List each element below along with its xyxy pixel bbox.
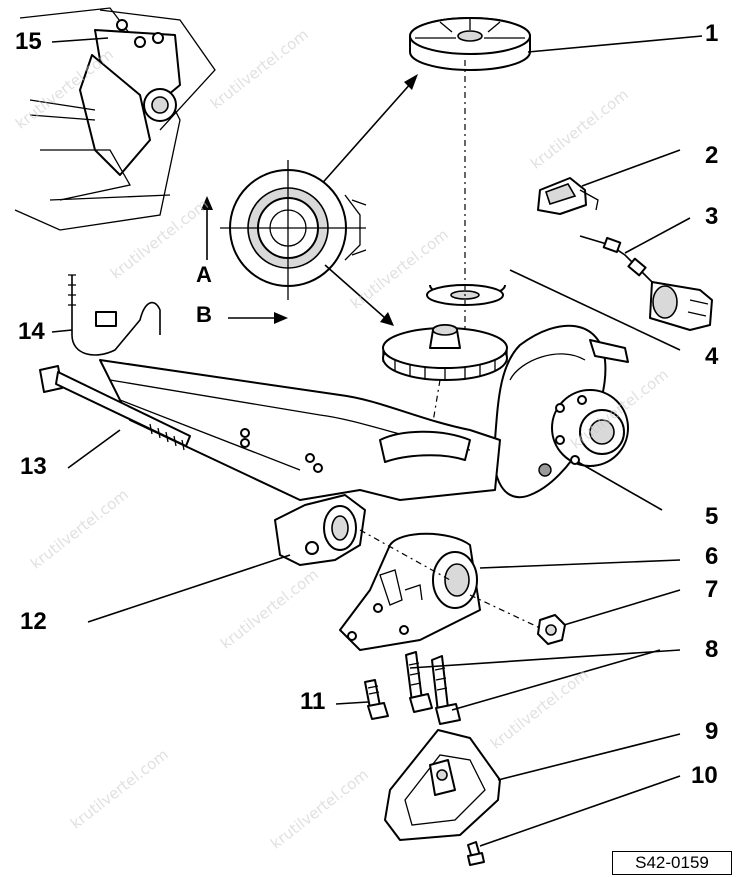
callout-3: 3	[705, 203, 719, 230]
self-locking-nut	[537, 614, 566, 645]
callout-5: 5	[705, 503, 719, 530]
hub-and-backplate	[493, 324, 629, 498]
brake-line-clip	[537, 177, 599, 215]
brake-hose	[68, 274, 161, 356]
callout-7: 7	[705, 576, 719, 603]
coil-spring	[412, 94, 523, 306]
callout-2: 2	[705, 142, 719, 169]
pivot-bolt	[39, 365, 191, 451]
callout-10: 10	[691, 762, 718, 789]
upper-spring-seat	[409, 17, 531, 71]
callout-8: 8	[705, 636, 719, 663]
callout-12: 12	[20, 608, 47, 635]
callout-6: 6	[705, 543, 719, 570]
bracket-bolts	[364, 651, 461, 725]
inset-body-mount	[14, 7, 216, 231]
callout-1: 1	[705, 20, 719, 47]
callout-13: 13	[20, 453, 47, 480]
lower-spring-seat	[382, 324, 508, 381]
callout-9: 9	[705, 718, 719, 745]
callout-15: 15	[15, 28, 42, 55]
callout-4: 4	[705, 343, 719, 370]
callout-leaders	[51, 35, 703, 847]
view-label-a: A	[196, 262, 212, 287]
callout-11: 11	[300, 688, 326, 715]
axle-beam	[99, 359, 501, 566]
detail-view-seat	[220, 160, 367, 300]
protective-bracket	[384, 729, 501, 866]
wheel-speed-sensor	[579, 235, 713, 331]
view-label-b: B	[196, 302, 212, 327]
callout-14: 14	[18, 318, 45, 345]
mounting-bracket	[339, 532, 481, 651]
reference-code-box: S42-0159	[612, 851, 732, 875]
